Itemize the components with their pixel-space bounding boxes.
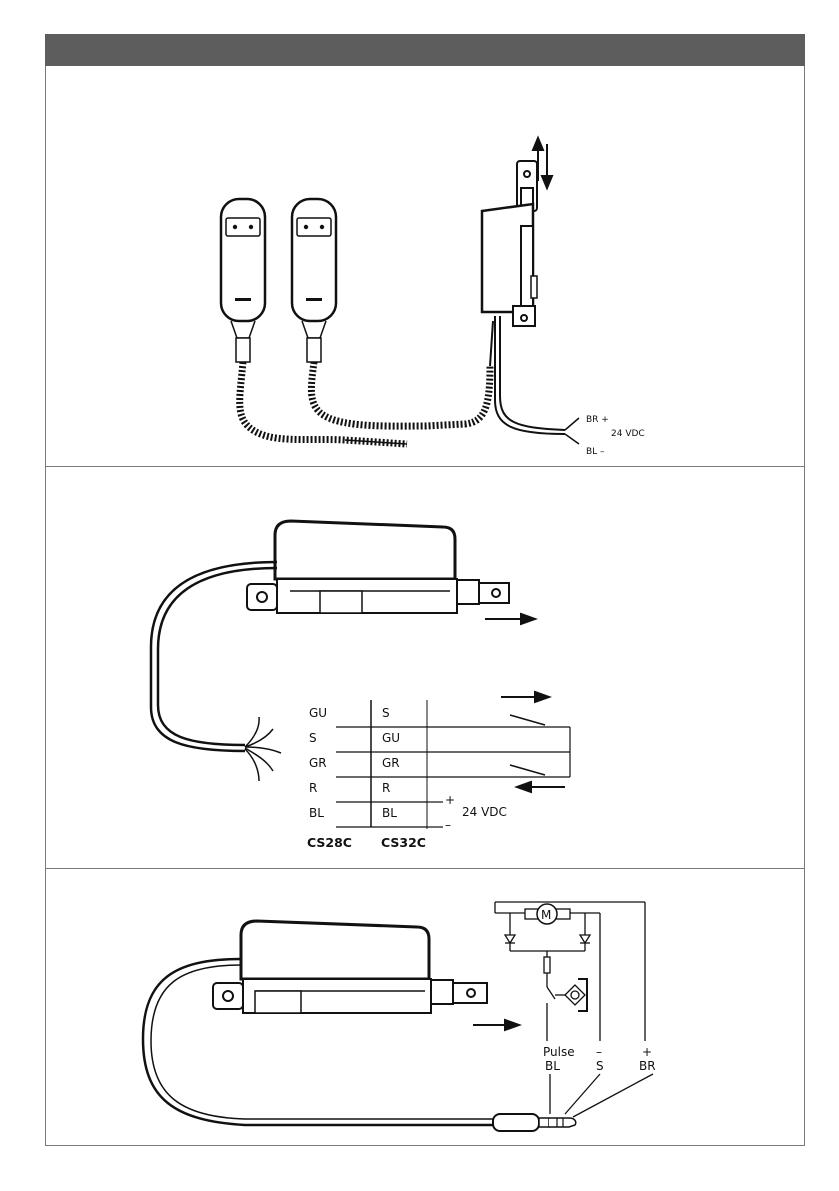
label-minus: –	[445, 818, 451, 832]
panel-hand-controls: BR + 24 VDC BL –	[45, 66, 805, 466]
label-plus: +	[445, 793, 455, 807]
column-header-cs32c: CS32C	[381, 835, 426, 850]
label-24vdc-2: 24 VDC	[462, 805, 507, 819]
actuator-vertical	[482, 161, 537, 326]
actuator-pulse	[213, 921, 487, 1013]
pulse-schematic	[495, 902, 653, 1117]
label-plus-3: +	[642, 1045, 652, 1059]
label-bl-minus: BL –	[586, 447, 605, 457]
row3-cs28c: GR	[309, 756, 327, 770]
row5-cs28c: BL	[309, 806, 324, 820]
hand-control-1	[221, 199, 265, 362]
column-header-cs28c: CS28C	[307, 835, 352, 850]
row1-cs28c: GU	[309, 706, 327, 720]
row3-cs32c: GR	[382, 756, 400, 770]
header-bar	[45, 34, 805, 66]
row2-cs28c: S	[309, 731, 317, 745]
row4-cs28c: R	[309, 781, 317, 795]
label-pulse: Pulse	[543, 1045, 575, 1059]
panel-pulse-sensor: M Pulse BL – S + BR	[45, 868, 805, 1146]
row5-cs32c: BL	[382, 806, 397, 820]
label-s: S	[596, 1059, 604, 1073]
label-br-plus: BR +	[586, 415, 609, 425]
wiring-table-grid	[336, 700, 570, 829]
wiring-illustration: GU S S GU GR GR R R BL BL CS28C CS32C + …	[45, 467, 805, 869]
label-bl: BL	[545, 1059, 560, 1073]
motor-symbol: M	[541, 908, 551, 922]
hand-controls-illustration: BR + 24 VDC BL –	[45, 66, 805, 466]
coiled-cord-1	[240, 362, 407, 444]
row1-cs32c: S	[382, 706, 390, 720]
row4-cs32c: R	[382, 781, 390, 795]
label-minus-3: –	[596, 1045, 602, 1059]
hand-control-2	[292, 199, 336, 362]
coiled-cord-2	[311, 362, 490, 426]
panel-wiring-table: GU S S GU GR GR R R BL BL CS28C CS32C + …	[45, 466, 805, 868]
pulse-illustration: M Pulse BL – S + BR	[45, 869, 805, 1147]
power-cable	[500, 316, 565, 430]
jack-plug-icon	[493, 1114, 576, 1131]
actuator-horizontal	[247, 521, 509, 613]
row2-cs32c: GU	[382, 731, 400, 745]
label-24vdc-1: 24 VDC	[611, 429, 645, 439]
label-br: BR	[639, 1059, 656, 1073]
